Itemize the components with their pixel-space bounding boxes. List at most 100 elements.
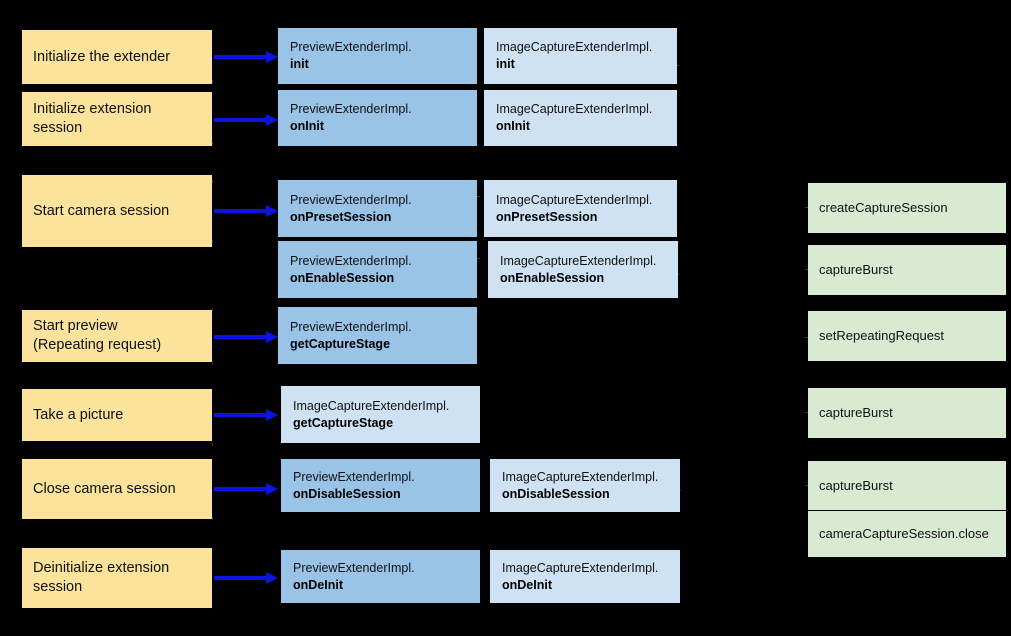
class-label: ImageCaptureExtenderImpl.	[293, 398, 450, 413]
class-label: PreviewExtenderImpl.	[290, 40, 412, 54]
image-capture-extender-box-onenablesession[interactable]: ImageCaptureExtenderImpl. onEnableSessio…	[488, 241, 678, 298]
method-label: onDisableSession	[502, 486, 610, 501]
preview-extender-box-init[interactable]: PreviewExtenderImpl. init	[278, 28, 477, 84]
stage-box-take-a-picture[interactable]: Take a picture	[22, 389, 212, 441]
stage-box-start-preview[interactable]: Start preview (Repeating request)	[22, 310, 212, 362]
class-label: PreviewExtenderImpl.	[290, 319, 412, 334]
arrow-head	[266, 572, 278, 584]
arrow-shaft	[214, 118, 267, 122]
camera2-box-cameracapturesession-close[interactable]: cameraCaptureSession.close	[808, 511, 1006, 557]
method-label: getCaptureStage	[290, 336, 391, 351]
preview-extender-box-onenablesession[interactable]: PreviewExtenderImpl. onEnableSession	[278, 241, 477, 298]
class-label: PreviewExtenderImpl.	[293, 560, 415, 575]
guide-tick	[212, 517, 213, 520]
arrow-shaft	[214, 413, 267, 417]
stage-label-line: Initialize extension	[33, 101, 152, 117]
stage-box-deinitialize-extension-session[interactable]: Deinitialize extension session	[22, 548, 212, 608]
method-label: onInit	[290, 119, 325, 133]
stage-label-line: session	[33, 579, 83, 595]
stage-label-line: Start camera session	[33, 202, 170, 219]
class-label: PreviewExtenderImpl.	[290, 102, 412, 116]
flow-arrow	[214, 572, 278, 584]
flow-arrow	[214, 114, 278, 126]
method-label: onEnableSession	[500, 270, 605, 285]
method-label: onPresetSession	[290, 209, 392, 224]
arrow-shaft	[214, 209, 267, 213]
camera2-box-captureburst-2[interactable]: captureBurst	[808, 388, 1006, 438]
stage-label-line: Take a picture	[33, 406, 124, 423]
class-label: PreviewExtenderImpl.	[290, 192, 412, 207]
camera2-box-captureburst-1[interactable]: captureBurst	[808, 245, 1006, 295]
class-label: PreviewExtenderImpl.	[293, 469, 415, 484]
method-label: onDeInit	[502, 577, 552, 592]
guide-tick	[212, 180, 213, 183]
stage-label-line: (Repeating request)	[33, 337, 162, 353]
stage-box-close-camera-session[interactable]: Close camera session	[22, 459, 212, 519]
arrow-head	[266, 205, 278, 217]
preview-extender-box-ondeinit[interactable]: PreviewExtenderImpl. onDeInit	[281, 550, 480, 603]
arrow-shaft	[214, 576, 267, 580]
method-label: onEnableSession	[290, 270, 395, 285]
method-label: onDeInit	[293, 577, 343, 592]
class-label: ImageCaptureExtenderImpl.	[496, 102, 653, 116]
class-label: ImageCaptureExtenderImpl.	[500, 253, 657, 268]
preview-extender-box-getcapturestage[interactable]: PreviewExtenderImpl. getCaptureStage	[278, 307, 477, 364]
stage-label-line: Close camera session	[33, 480, 176, 497]
guide-tick	[477, 196, 480, 197]
method-label: onInit	[496, 119, 531, 133]
flow-arrow	[214, 331, 278, 343]
camera2-box-setrepeatingrequest[interactable]: setRepeatingRequest	[808, 311, 1006, 361]
arrow-head	[266, 483, 278, 495]
guide-tick	[212, 308, 213, 311]
stage-box-initialize-the-extender[interactable]: Initialize the extender	[22, 30, 212, 84]
flow-arrow	[214, 409, 278, 421]
class-label: ImageCaptureExtenderImpl.	[496, 192, 653, 207]
arrow-head	[266, 114, 278, 126]
guide-tick	[477, 258, 480, 259]
method-label: getCaptureStage	[293, 415, 394, 430]
stage-label-line: Deinitialize extension	[33, 560, 170, 576]
camera2-box-createcapturesession[interactable]: createCaptureSession	[808, 183, 1006, 233]
stage-label-line: Start preview	[33, 318, 118, 334]
class-label: ImageCaptureExtenderImpl.	[502, 469, 659, 484]
camera2-label: captureBurst	[819, 262, 893, 277]
guide-tick	[212, 80, 213, 83]
image-capture-extender-box-init[interactable]: ImageCaptureExtenderImpl. init	[484, 28, 677, 84]
preview-extender-box-ondisablesession[interactable]: PreviewExtenderImpl. onDisableSession	[281, 459, 480, 512]
flow-arrow	[214, 51, 278, 63]
arrow-shaft	[214, 55, 267, 59]
image-capture-extender-box-oninit[interactable]: ImageCaptureExtenderImpl. onInit	[484, 90, 677, 146]
preview-extender-box-oninit[interactable]: PreviewExtenderImpl. onInit	[278, 90, 477, 146]
class-label: ImageCaptureExtenderImpl.	[496, 40, 653, 54]
image-capture-extender-box-ondeinit[interactable]: ImageCaptureExtenderImpl. onDeInit	[490, 550, 680, 603]
arrow-shaft	[214, 487, 267, 491]
class-label: ImageCaptureExtenderImpl.	[502, 560, 659, 575]
camera2-label: captureBurst	[819, 405, 893, 420]
method-label: init	[290, 57, 309, 71]
stage-label-line: session	[33, 120, 83, 136]
image-capture-extender-box-getcapturestage[interactable]: ImageCaptureExtenderImpl. getCaptureStag…	[281, 386, 480, 443]
class-label: PreviewExtenderImpl.	[290, 253, 412, 268]
arrow-head	[266, 409, 278, 421]
camera2-label: setRepeatingRequest	[819, 328, 945, 343]
arrow-head	[266, 331, 278, 343]
method-label: init	[496, 57, 515, 71]
stage-label-line: Initialize the extender	[33, 48, 171, 65]
image-capture-extender-box-ondisablesession[interactable]: ImageCaptureExtenderImpl. onDisableSessi…	[490, 459, 680, 512]
guide-tick	[212, 142, 213, 145]
camera2-box-captureburst-3[interactable]: captureBurst	[808, 461, 1006, 510]
preview-extender-box-onpresetsession[interactable]: PreviewExtenderImpl. onPresetSession	[278, 180, 477, 237]
arrow-shaft	[214, 335, 267, 339]
camera2-label: cameraCaptureSession.close	[819, 526, 989, 541]
stage-box-initialize-extension-session[interactable]: Initialize extension session	[22, 92, 212, 146]
method-label: onDisableSession	[293, 486, 401, 501]
arrow-head	[266, 51, 278, 63]
flow-arrow	[214, 205, 278, 217]
camera2-label: captureBurst	[819, 477, 893, 493]
flow-arrow	[214, 483, 278, 495]
camera2-label: createCaptureSession	[819, 200, 948, 215]
stage-box-start-camera-session[interactable]: Start camera session	[22, 175, 212, 247]
method-label: onPresetSession	[496, 209, 598, 224]
image-capture-extender-box-onpresetsession[interactable]: ImageCaptureExtenderImpl. onPresetSessio…	[484, 180, 677, 237]
